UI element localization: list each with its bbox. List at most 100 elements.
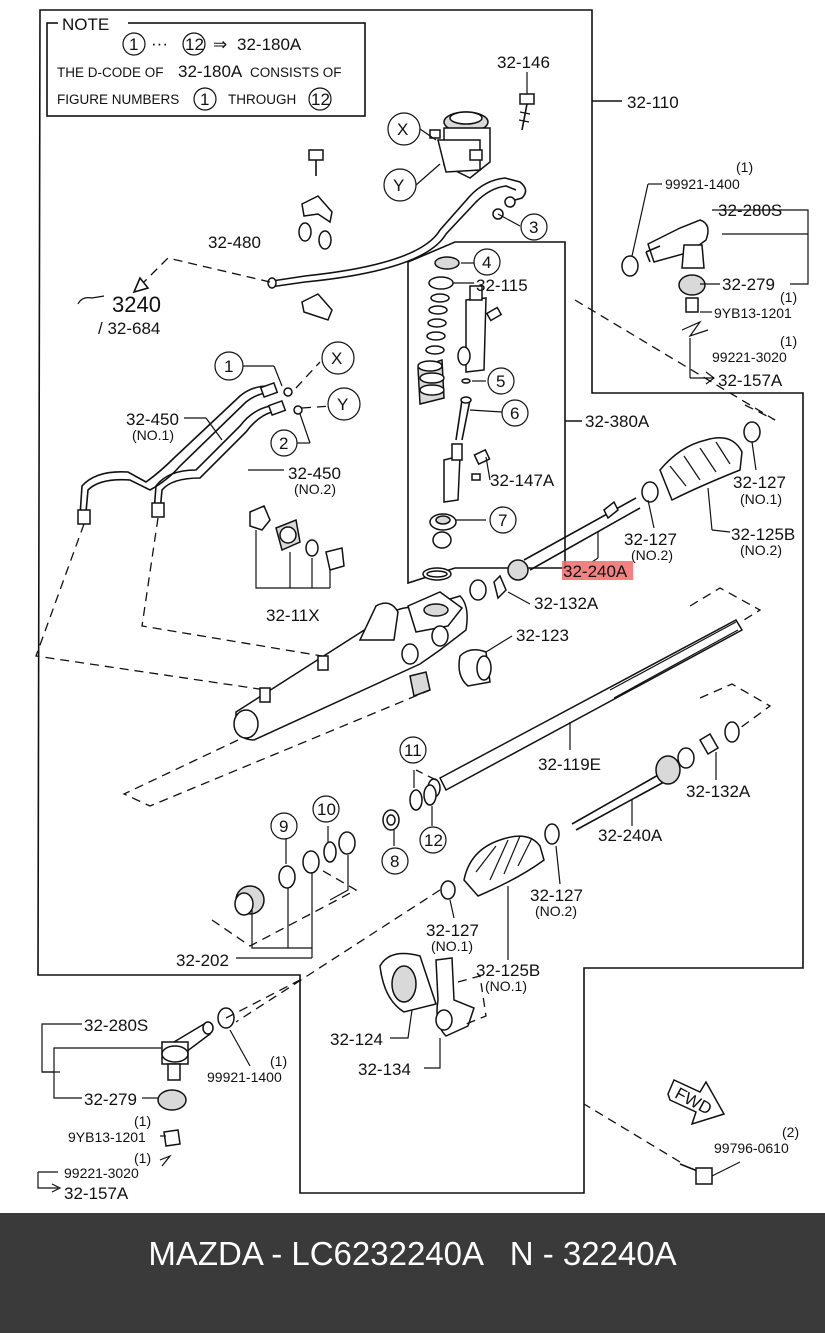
note-box: NOTE 1 ··· 12 ⇒ 32-180A THE D-CODE OF 32…: [46, 12, 366, 117]
label-32-146: 32-146: [497, 53, 550, 72]
callout-1: 1: [224, 357, 233, 376]
label-32-132A-lower: 32-132A: [686, 782, 751, 801]
label-32-110: 32-110: [627, 93, 679, 112]
label-99221-3020-bottom: 99221-3020: [64, 1165, 139, 1181]
valve-internals: [417, 256, 503, 581]
callout-11: 11: [404, 741, 422, 760]
valve-housing: [429, 111, 491, 179]
label-32-125B-r: 32-125B: [731, 525, 795, 544]
svg-text:(1): (1): [270, 1053, 287, 1069]
label-32-202: 32-202: [176, 951, 229, 970]
lower-bellows: [440, 823, 560, 900]
callout-7: 7: [498, 511, 507, 530]
svg-text:(2): (2): [782, 1124, 799, 1140]
callout-12: 12: [424, 831, 443, 850]
callout-8: 8: [390, 852, 399, 871]
label-32-127-r2: 32-127: [624, 530, 677, 549]
part-number-title: MAZDA - LC6232240A N - 32240A: [148, 1235, 677, 1272]
callout-5: 5: [496, 372, 505, 391]
tie-rod-end-bottom: [157, 1007, 235, 1147]
label-32-684: / 32-684: [98, 319, 160, 338]
label-32-480: 32-480: [208, 233, 261, 252]
pressure-pipe: [271, 177, 527, 282]
svg-text:(NO.1): (NO.1): [132, 427, 174, 443]
label-32-279-bottom: 32-279: [84, 1090, 137, 1109]
label-32-132A-upper: 32-132A: [534, 594, 599, 613]
label-32-280S-top: 32-280S: [718, 201, 782, 220]
mount-bracket: [379, 952, 475, 1037]
bolt-32-146: [518, 93, 535, 131]
svg-text:(1): (1): [134, 1150, 151, 1166]
svg-text:THE D-CODE OF: THE D-CODE OF: [57, 65, 164, 80]
callout-y-top: Y: [393, 176, 404, 195]
label-99921-1400-top: 99921-1400: [665, 176, 740, 192]
svg-text:(NO.2): (NO.2): [535, 903, 577, 919]
svg-text:(NO.2): (NO.2): [294, 481, 336, 497]
highlight-32-240A: [562, 561, 633, 580]
label-32-450-no1: 32-450: [126, 410, 179, 429]
label-32-380A: 32-380A: [585, 412, 650, 431]
svg-text:(1): (1): [134, 1113, 151, 1129]
label-32-134: 32-134: [358, 1060, 411, 1079]
forward-arrow: FWD: [667, 1078, 726, 1126]
label-32-240A-lower: 32-240A: [598, 826, 663, 845]
callout-x-left: X: [331, 349, 342, 368]
upper-tie-rod: [469, 421, 761, 601]
assembly-outline: [37, 9, 804, 1194]
svg-text:1: 1: [129, 35, 138, 54]
svg-text:···: ···: [151, 34, 168, 53]
svg-text:(NO.1): (NO.1): [740, 491, 782, 507]
bolt-99796: [679, 1163, 713, 1185]
label-99796-0610: 99796-0610: [714, 1140, 789, 1156]
label-9YB13-1201-bottom: 9YB13-1201: [68, 1129, 146, 1145]
callout-9: 9: [279, 817, 288, 836]
label-32-450-no2: 32-450: [288, 464, 341, 483]
svg-text:(NO.2): (NO.2): [740, 542, 782, 558]
callout-6: 6: [510, 404, 519, 423]
label-32-11X: 32-11X: [266, 606, 320, 625]
label-3240: 3240: [112, 292, 161, 317]
label-32-119E: 32-119E: [538, 755, 601, 774]
callout-2: 2: [279, 434, 288, 453]
label-9YB13-1201-top: 9YB13-1201: [714, 305, 792, 321]
label-32-240A-highlighted: 32-240A: [563, 562, 628, 581]
label-32-124: 32-124: [330, 1030, 383, 1049]
label-32-280S-bottom: 32-280S: [84, 1016, 148, 1035]
svg-text:(1): (1): [736, 159, 753, 175]
svg-text:(NO.2): (NO.2): [631, 547, 673, 563]
label-32-127-r1: 32-127: [733, 473, 786, 492]
svg-text:12: 12: [311, 90, 330, 109]
callout-x-top: X: [397, 120, 408, 139]
svg-text:(1): (1): [780, 333, 797, 349]
note-heading: NOTE: [62, 15, 109, 34]
hydraulic-lines: [77, 381, 303, 525]
footer-bar: MAZDA - LC6232240A N - 32240A: [0, 1213, 825, 1333]
svg-text:FIGURE NUMBERS: FIGURE NUMBERS: [57, 92, 179, 107]
svg-text:1: 1: [200, 90, 209, 109]
callout-y-left: Y: [337, 395, 348, 414]
label-32-157A-bottom: 32-157A: [64, 1184, 129, 1203]
svg-text:CONSISTS OF: CONSISTS OF: [250, 65, 342, 80]
label-32-157A-top: 32-157A: [718, 371, 783, 390]
lower-tie-rod: [571, 721, 740, 831]
label-99221-3020-top: 99221-3020: [712, 349, 787, 365]
label-32-127-l2: 32-127: [530, 886, 583, 905]
parts-32-11X: [249, 505, 345, 571]
svg-text:12: 12: [185, 35, 204, 54]
svg-text:(NO.1): (NO.1): [485, 978, 527, 994]
callout-10: 10: [317, 800, 336, 819]
svg-text:32-180A: 32-180A: [237, 35, 302, 54]
callout-3: 3: [529, 218, 538, 237]
label-32-279-top: 32-279: [722, 275, 775, 294]
svg-text:THROUGH: THROUGH: [228, 92, 296, 107]
label-32-123: 32-123: [516, 626, 569, 645]
parts-diagram: NOTE 1 ··· 12 ⇒ 32-180A THE D-CODE OF 32…: [35, 9, 809, 1203]
svg-text:⇒: ⇒: [213, 35, 227, 54]
label-32-147A: 32-147A: [490, 471, 555, 490]
label-99921-1400-bottom: 99921-1400: [207, 1069, 282, 1085]
svg-text:(1): (1): [780, 289, 797, 305]
gear-housing: [233, 591, 468, 741]
callout-4: 4: [482, 253, 491, 272]
svg-text:(NO.1): (NO.1): [431, 938, 473, 954]
tie-rod-end-top: [621, 219, 709, 313]
